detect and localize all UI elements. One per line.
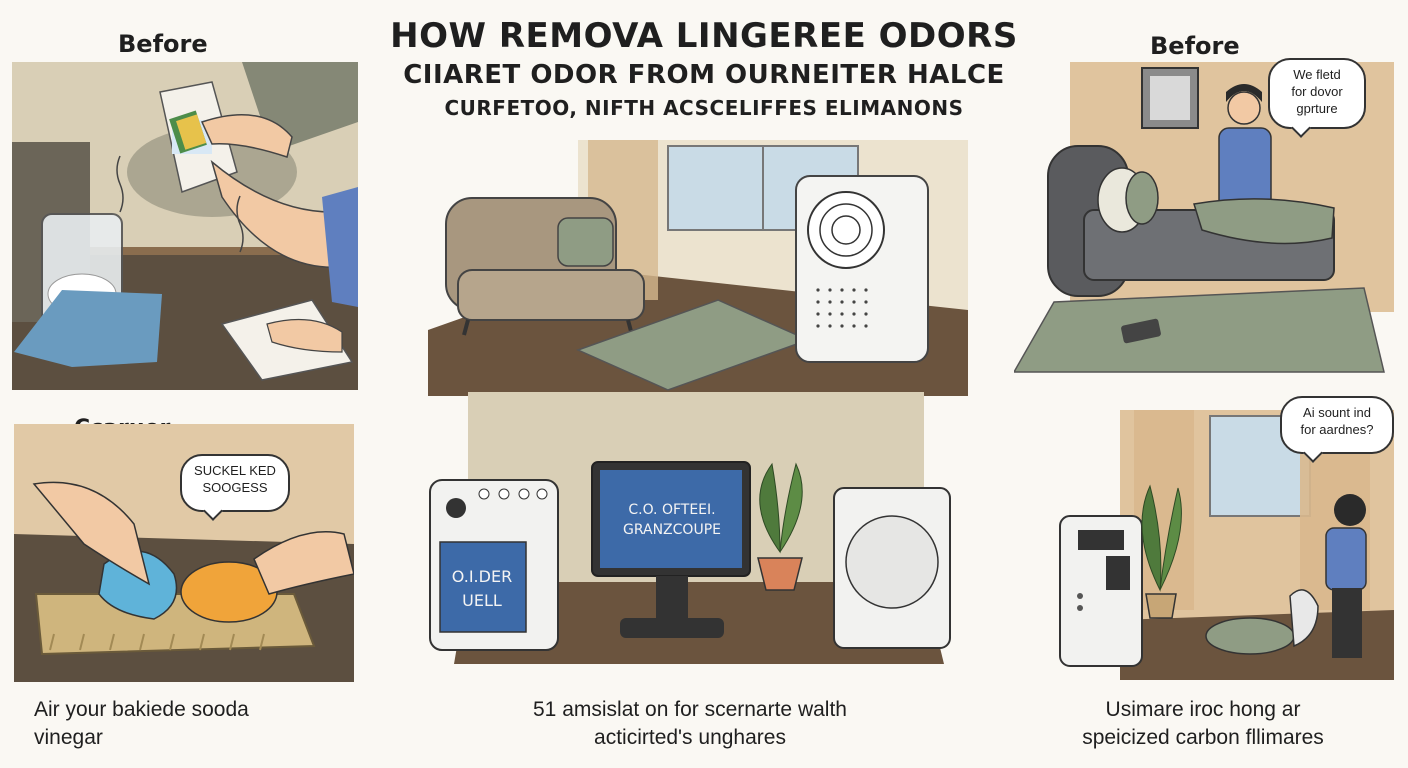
caption-line: acticirted's unghares — [594, 726, 786, 749]
caption-line: 51 amsislat on for scernarte walth — [533, 698, 847, 721]
jar-icon — [14, 213, 162, 367]
panel-bottom-center: O.I.DER UELL C.O. OFTEEI. GRANZCOUPE — [424, 392, 968, 664]
panel-bottom-left — [14, 424, 354, 682]
air-purifier-icon — [795, 175, 929, 363]
bubble-line: Ai sount ind — [1303, 405, 1371, 420]
monitor-text-line-1: C.O. OFTEEI. — [628, 502, 715, 518]
bubble-line: SOOGESS — [202, 480, 268, 495]
caption-line: Usimare iroc hong ar — [1105, 698, 1301, 721]
air-purifier-icon-right — [1059, 515, 1143, 667]
page-title: HOW REMOVA LINGEREE ODORS — [390, 16, 1018, 56]
washer-text-line-2: UELL — [462, 591, 502, 610]
panel-top-left — [12, 62, 358, 390]
caption-line: speicized carbon fllimares — [1082, 726, 1324, 749]
bubble-line: We fletd — [1293, 67, 1341, 82]
bubble-line: SUCKEL KED — [194, 463, 276, 478]
panel-label-before-left: Before — [118, 30, 208, 58]
panel-top-right — [1014, 62, 1394, 374]
bubble-line: gprture — [1296, 101, 1338, 116]
caption-line: vinegar — [34, 726, 103, 749]
caption-right: Usimare iroc hong ar speicized carbon fl… — [1048, 696, 1358, 752]
washer-text-line-1: O.I.DER — [452, 567, 512, 586]
panel-label-before-right: Before — [1150, 32, 1240, 60]
bubble-line: for aardnes? — [1300, 422, 1374, 437]
monitor-icon — [591, 461, 751, 638]
speech-bubble-top-right: We fletd for dovor gprture — [1268, 58, 1366, 129]
speech-bubble-bottom-left: SUCKEL KED SOOGESS — [180, 454, 290, 512]
panel-top-center — [428, 140, 968, 396]
caption-line: Air your bakiede sooda — [34, 698, 249, 721]
sofa-icon — [445, 197, 645, 336]
bubble-line: for dovor — [1291, 84, 1343, 99]
caption-left: Air your bakiede sooda vinegar — [34, 696, 249, 752]
monitor-text-line-2: GRANZCOUPE — [623, 522, 721, 538]
page-subtitle: CIIARET ODOR FROM OURNEITER HALCE — [403, 60, 1005, 90]
washer-icon — [429, 479, 559, 651]
caption-center: 51 amsislat on for scernarte walth actic… — [470, 696, 910, 752]
speech-bubble-bottom-right: Ai sount ind for aardnes? — [1280, 396, 1394, 454]
plant-icon — [757, 462, 803, 591]
page-subtitle-secondary: CURFETOO, NIFTH ACSCELIFFES ELIMANONS — [444, 96, 964, 120]
